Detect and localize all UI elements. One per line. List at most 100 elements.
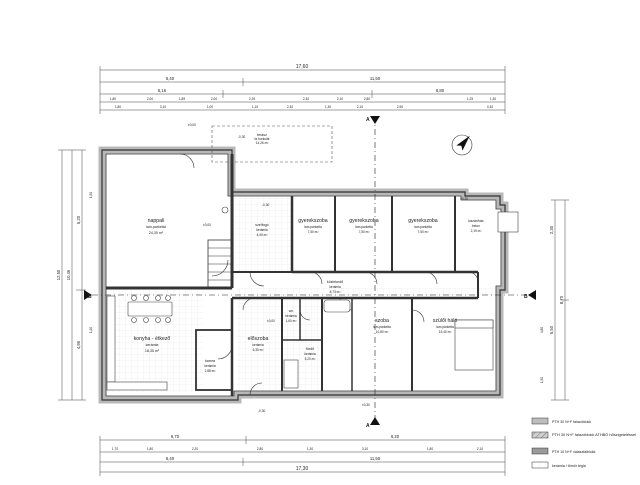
dim-overall-top: 17,60 [296, 64, 309, 70]
dim-top-row4-0: 1,80 [110, 97, 116, 101]
room-nappali: nappali lam.parketta 24,30 m² [146, 218, 166, 235]
room-name: gyerekszoba [298, 218, 328, 224]
room-floor: lam.parketta [355, 225, 373, 229]
dim-left-5: 1,50 [89, 192, 93, 198]
bottom-dimension-texts: 6,70 6,20 1,70 1,80 2,20 2,80 1,30 3,10 … [112, 434, 483, 472]
room-area: 18,35 m² [145, 349, 160, 353]
room-szelfogo: szélfogó kerámia 4,40 m² [255, 223, 268, 237]
level-2: ±0,00 [203, 223, 211, 227]
room-floor: lam.parketta [304, 225, 322, 229]
side-dimension-texts: 12,50 10,46 5,20 4,95 1,20 1,50 2,30 8,7… [56, 192, 564, 383]
legend-label: PTH 10 N+F válaszfalblokk [552, 450, 596, 454]
room-gyerekszoba-2: gyerekszoba lam.parketta 7,50 m² [349, 218, 379, 234]
room-area: 7,50 m² [418, 230, 429, 234]
section-lines [92, 116, 528, 425]
room-area-terasz: 14,26 m² [256, 141, 269, 145]
dim-top-row5-3: 1,10 [252, 105, 258, 109]
legend-item-2: PTH 10 N+F válaszfalblokk [531, 447, 596, 455]
room-name: kazánház [468, 219, 484, 223]
dim-top-row5-4: 2,30 [287, 105, 293, 109]
tiled-areas [107, 197, 495, 392]
dim-top-row5-0: 1,80 [115, 105, 121, 109]
room-name: közlekedő [327, 280, 343, 284]
room-area: 14,40 m² [439, 330, 452, 334]
room-area: 1,60 m² [286, 319, 297, 323]
dim-top-row5-6: 2,10 [357, 105, 363, 109]
room-area: 5,20 m² [305, 357, 316, 361]
dim-right-1: 8,70 [559, 295, 564, 304]
dim-left-2: 5,20 [76, 215, 81, 224]
room-floor: lam.parketta [146, 225, 166, 229]
dim-top-row5-8: 0,30 [487, 105, 493, 109]
interior-walls [106, 154, 479, 396]
room-floor: lam.parketta [436, 325, 454, 329]
dim-bottom-row3-a: 6,40 [166, 456, 175, 461]
dim-bottom-row2-2: 2,20 [192, 447, 198, 451]
section-markers [84, 116, 536, 425]
dim-left-3: 4,95 [76, 340, 81, 349]
level-4: ±0,00 [267, 319, 275, 323]
dim-top-row5-2: 1,00 [207, 105, 213, 109]
dim-top-row5-7: 2,90 [397, 105, 403, 109]
room-kazanhaz: kazánház beton 2,19 m² [468, 219, 484, 233]
dim-right-0: 2,30 [549, 225, 554, 234]
side-dimension-lines [58, 149, 569, 401]
room-furdo: fürdő kerámia 5,20 m² [304, 347, 316, 361]
terrace-label: terasz fa burkolat 14,26 m² [255, 133, 270, 145]
dim-top-row2-a: 6,40 [166, 76, 175, 81]
room-name: előszoba [248, 336, 269, 342]
room-area: 8,73 m² [330, 290, 341, 294]
room-gyerekszoba-3: gyerekszoba lam.parketta 7,50 m² [408, 218, 438, 234]
dim-bottom-row1-b: 6,20 [391, 434, 400, 439]
room-name: fürdő [306, 347, 314, 351]
level-5: +0,30 [460, 197, 468, 201]
dim-top-row2-b: 11,50 [370, 76, 381, 81]
room-kozlekedo: közlekedő kerámia 8,73 m² [327, 280, 343, 294]
room-floor: beton [472, 224, 480, 228]
room-area: 6,30 m² [253, 348, 264, 352]
room-eloszoba: előszoba kerámia 6,30 m² [248, 336, 269, 352]
dim-top-row4-2: 1,89 [179, 97, 185, 101]
room-name: szélfogó [255, 223, 268, 227]
room-haloszoba: szülői háló lam.parketta 14,40 m² [433, 318, 458, 334]
room-area: 2,19 m² [471, 229, 482, 233]
section-a-bottom: A [366, 423, 370, 429]
room-area: 4,40 m² [257, 233, 268, 237]
legend-label: kerámia / tömör tégla [552, 464, 586, 468]
dim-top-row4-5: 2,30 [303, 97, 309, 101]
dim-bottom-row2-7: 2,10 [477, 447, 483, 451]
room-floor: lam.parketta [373, 325, 391, 329]
dim-bottom-row2-0: 1,70 [112, 447, 118, 451]
section-a-top: A [366, 117, 370, 123]
room-name: kamra [205, 359, 215, 363]
room-name: szoba [375, 318, 389, 324]
dim-top-row4-1: 2,00 [147, 97, 153, 101]
walls [98, 146, 509, 404]
room-kamra: kamra kerámia 2,88 m² [204, 359, 216, 373]
room-floor: kerámia [252, 343, 264, 347]
room-floor: kerámia [256, 228, 268, 232]
dim-bottom-row2-6: 1,80 [427, 447, 433, 451]
dim-left-0: 12,50 [56, 269, 61, 280]
room-floor: kerámia [304, 352, 316, 356]
dim-left-1: 10,46 [66, 269, 71, 280]
dim-top-row4-9: 1,30 [490, 97, 496, 101]
room-floor-terasz: fa burkolat [255, 137, 270, 141]
legend-label: PTH 30 N+F falazóblokk [552, 420, 591, 424]
dim-bottom-row2-4: 1,30 [307, 447, 313, 451]
top-dimension-texts: 17,60 6,40 11,50 5,16 6,80 1,80 2,00 1,8… [110, 64, 496, 109]
room-szoba: szoba lam.parketta 10,80 m² [373, 318, 391, 334]
dim-overall-bottom: 17,30 [296, 466, 309, 472]
dim-right-2: 5,50 [549, 325, 554, 334]
room-wc: wc kerámia 1,60 m² [285, 309, 297, 323]
room-floor: kerámia [146, 343, 159, 347]
level-6: -0,30 [258, 409, 265, 413]
legend: PTH 30 N+F falazóblokk PTH 30 N+F falazó… [531, 417, 636, 469]
dim-bottom-row3-b: 11,50 [370, 456, 381, 461]
dim-right-4: 1,50 [540, 377, 544, 383]
legend-item-0: PTH 30 N+F falazóblokk [531, 417, 591, 425]
dim-right-3: 4,80 [540, 327, 544, 333]
dim-top-row4-4: 2,25 [249, 97, 255, 101]
room-gyerekszoba-1: gyerekszoba lam.parketta 7,50 m² [298, 218, 328, 234]
room-konyha: konyha - étkező kerámia 18,35 m² [134, 336, 171, 353]
